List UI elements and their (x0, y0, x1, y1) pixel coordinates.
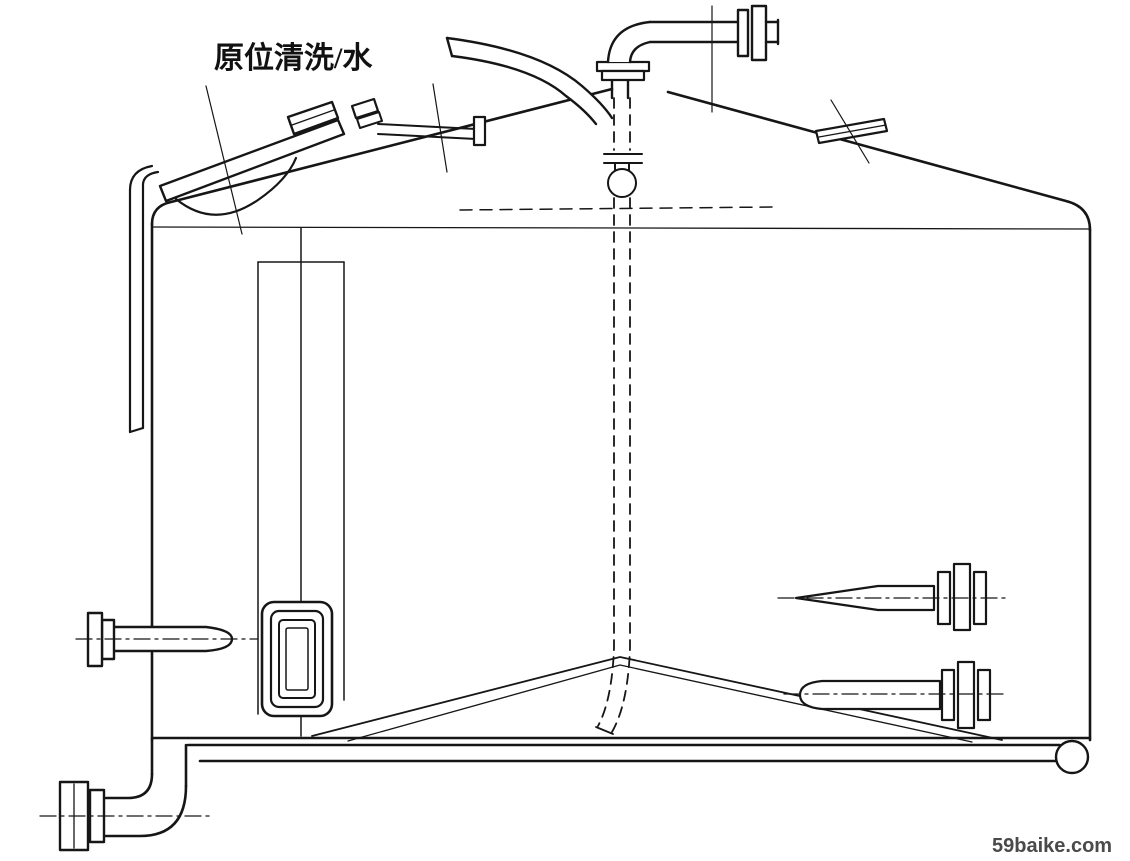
bottom-rim (186, 739, 1090, 775)
manway-dome (174, 156, 298, 216)
roof-fitting (814, 99, 889, 164)
manway-pipe-endplate (472, 115, 487, 147)
center-dip-pipe (595, 4, 780, 735)
pipe-flange-plate (600, 69, 646, 82)
cip-label: 原位清洗/水 (214, 41, 373, 75)
left-down-pipe (128, 164, 160, 434)
dip-nozzle-flange-plate (956, 660, 976, 730)
rim-foot (1054, 739, 1090, 775)
roof-fitting-centerline (830, 99, 870, 164)
thermowell-flange-plate (952, 562, 972, 632)
manway-plate (158, 118, 346, 203)
bottom-outlet (39, 738, 213, 852)
right-dip-nozzle (783, 660, 1009, 730)
cip-supply-pipe (432, 36, 614, 173)
sight-glass-manhole (260, 600, 334, 718)
right-thermowell-nozzle (777, 562, 1009, 632)
bottom-cone (311, 656, 1003, 743)
manway-centerline (205, 85, 243, 235)
top-flange-plate (736, 8, 750, 58)
pipe-flange-plate (595, 60, 651, 73)
tank-shell (150, 87, 1092, 742)
manway-assembly (158, 85, 487, 235)
top-flange-plate (750, 4, 768, 62)
left-side-nozzle (75, 611, 259, 668)
dip-nozzle-flange-plate (976, 668, 992, 722)
manway-ferrule (356, 111, 383, 129)
dip-nozzle-flange-plate (940, 668, 956, 722)
manway-ferrule (350, 97, 380, 120)
spray-ball (607, 168, 637, 198)
watermark-text: 59baike.com (992, 835, 1112, 857)
